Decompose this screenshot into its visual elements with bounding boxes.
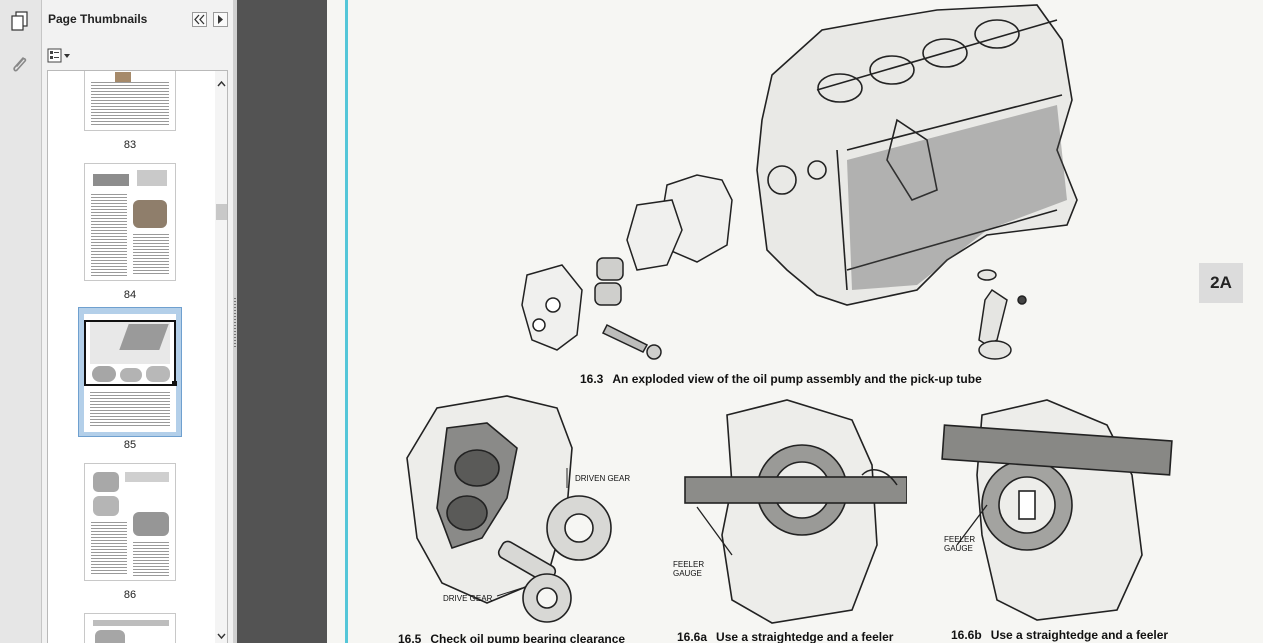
figure-caption-16-6a: 16.6a Use a straightedge and a feeler <box>677 630 893 643</box>
thumbnail-page-83[interactable] <box>84 71 176 131</box>
thumbnail-scrollbar[interactable] <box>215 71 227 643</box>
panel-title: Page Thumbnails <box>48 12 148 26</box>
figure-16-3-exploded-view-illustration <box>521 4 1078 360</box>
drive-gear-label: DRIVE GEAR <box>443 594 493 603</box>
next-panel-button[interactable] <box>213 12 228 27</box>
figure-16-5-illustration <box>406 395 612 623</box>
navigation-rail <box>0 0 42 643</box>
section-tab-2a: 2A <box>1199 263 1243 303</box>
figure-16-6b-illustration <box>941 399 1173 621</box>
page-thumbnails-icon[interactable] <box>9 10 31 32</box>
page-number-84: 84 <box>123 289 137 301</box>
visible-area-indicator[interactable] <box>84 320 176 386</box>
feeler-gauge-label-b: FEELER GAUGE <box>944 535 976 553</box>
page-number-83: 83 <box>123 139 137 151</box>
thumbnail-options-button[interactable] <box>47 48 73 64</box>
collapse-panel-button[interactable] <box>192 12 207 27</box>
splitter-grip-icon[interactable] <box>234 298 236 348</box>
thumbnail-page-87[interactable] <box>84 613 176 643</box>
figure-caption-16-5: 16.5 Check oil pump bearing clearance <box>398 632 625 643</box>
figure-number: 16.5 <box>398 632 422 643</box>
scrollbar-thumb[interactable] <box>216 204 227 220</box>
panel-header: Page Thumbnails <box>42 0 233 40</box>
figure-16-6a-illustration <box>684 399 907 624</box>
scroll-up-arrow-icon[interactable] <box>216 77 227 88</box>
page-edge-marker <box>345 0 348 643</box>
thumbnail-list[interactable]: 83 84 85 <box>47 70 228 643</box>
figure-number: 16.3 <box>580 372 604 386</box>
figure-number: 16.6a <box>677 630 708 643</box>
thumbnails-panel: Page Thumbnails 83 84 <box>42 0 234 643</box>
resize-handle[interactable] <box>172 381 177 386</box>
thumbnail-page-84[interactable] <box>84 163 176 281</box>
document-page: 2A 16.3 An exploded view of the oil pump … <box>327 0 1263 643</box>
figure-caption-text: Use a straightedge and a feeler <box>716 630 894 643</box>
driven-gear-label: DRIVEN GEAR <box>575 474 631 483</box>
figure-number: 16.6b <box>951 628 982 642</box>
figure-caption-text: An exploded view of the oil pump assembl… <box>612 372 982 386</box>
thumbnail-page-85-selected[interactable] <box>78 307 182 437</box>
page-number-85: 85 <box>123 439 137 451</box>
thumbnail-page-86[interactable] <box>84 463 176 581</box>
figure-caption-text: Check oil pump bearing clearance <box>430 632 626 643</box>
feeler-gauge-label-a: FEELER GAUGE <box>673 560 705 578</box>
figure-caption-text: Use a straightedge and a feeler <box>990 628 1169 642</box>
page-number-86: 86 <box>123 589 137 601</box>
scroll-down-arrow-icon[interactable] <box>216 628 227 640</box>
attachments-icon[interactable] <box>9 54 31 76</box>
figure-caption-16-6b: 16.6b Use a straightedge and a feeler <box>951 628 1168 642</box>
figure-caption-16-3: 16.3 An exploded view of the oil pump ass… <box>580 372 982 386</box>
